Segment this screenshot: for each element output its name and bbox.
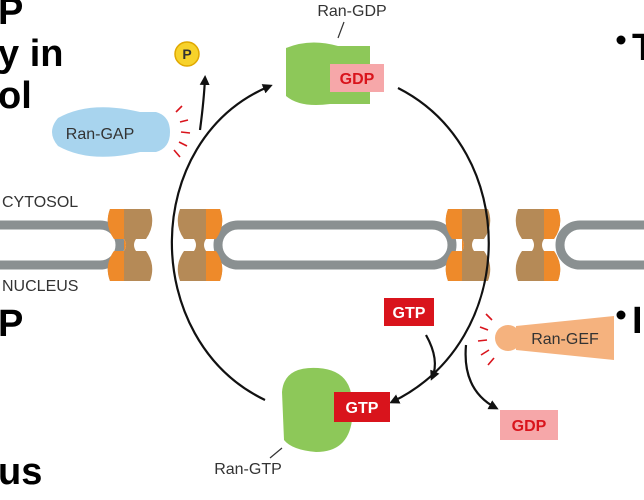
ran-gdp: Ran-GDP GDP (286, 3, 387, 105)
ran-gtp-nucleotide-box (334, 392, 390, 422)
ran-gap-shape (52, 107, 170, 157)
ran-gtp-leader (269, 447, 283, 459)
nuclear-envelope (0, 220, 644, 270)
ran-gdp-label: Ran-GDP (317, 3, 386, 20)
membrane-segment-left (0, 220, 125, 270)
ran-gdp-nucleotide-box (330, 64, 384, 92)
released-gdp: GDP (500, 410, 558, 440)
ran-gap: Ran-GAP (52, 105, 191, 158)
gdp-out-arrow (464, 344, 499, 410)
nuclear-pore-1 (107, 209, 153, 281)
ran-gtp-label: Ran-GTP (214, 461, 282, 478)
phosphate: P (174, 41, 200, 67)
phosphate-label: P (182, 46, 191, 62)
nuclear-pore-3 (445, 209, 491, 281)
membrane-segment-middle (213, 220, 457, 270)
ran-gtp-shape (282, 367, 352, 452)
nuclear-pore-4 (515, 209, 561, 281)
ran-gef-head (495, 325, 521, 351)
ran-gef-label: Ran-GEF (531, 331, 599, 348)
ran-gef-activity-marks (477, 313, 495, 366)
exchange-arrow (389, 87, 490, 404)
free-gtp: GTP (384, 298, 434, 326)
slide-text-line-2: y in (0, 33, 63, 75)
slide-text-line-4: P (0, 303, 23, 345)
slide-text-line-1: P (0, 0, 23, 33)
bullet-1 (616, 35, 626, 45)
slide-text-right-1: T (632, 27, 644, 69)
released-gdp-label: GDP (512, 418, 547, 435)
ran-gtp: GTP Ran-GTP (214, 367, 390, 478)
membrane-segment-right (555, 220, 644, 270)
ran-gdp-leader (337, 21, 345, 39)
ran-gap-activity-marks (173, 105, 191, 158)
free-gtp-label: GTP (393, 305, 426, 322)
bullet-2 (616, 310, 626, 320)
slide-text-line-5: us (0, 451, 42, 493)
nuclear-pores (107, 209, 561, 281)
ran-gap-label: Ran-GAP (66, 126, 134, 143)
nucleus-label: NUCLEUS (2, 278, 78, 295)
ran-gtp-nucleotide: GTP (346, 400, 379, 417)
cycle-arrows (170, 75, 499, 410)
nuclear-pore-2 (177, 209, 223, 281)
slide-text-right-2: I (632, 300, 643, 342)
phosphate-release-arrow (198, 75, 210, 131)
released-gdp-box (500, 410, 558, 440)
cytosol-label: CYTOSOL (2, 194, 78, 211)
ran-gef: Ran-GEF (477, 313, 614, 366)
gtp-in-arrow (425, 334, 440, 381)
ran-gdp-nucleotide: GDP (340, 71, 375, 88)
ran-gef-body (516, 316, 614, 360)
free-gtp-box (384, 298, 434, 326)
hydrolysis-arrow (170, 84, 273, 401)
slide-text-line-3: ol (0, 75, 32, 117)
